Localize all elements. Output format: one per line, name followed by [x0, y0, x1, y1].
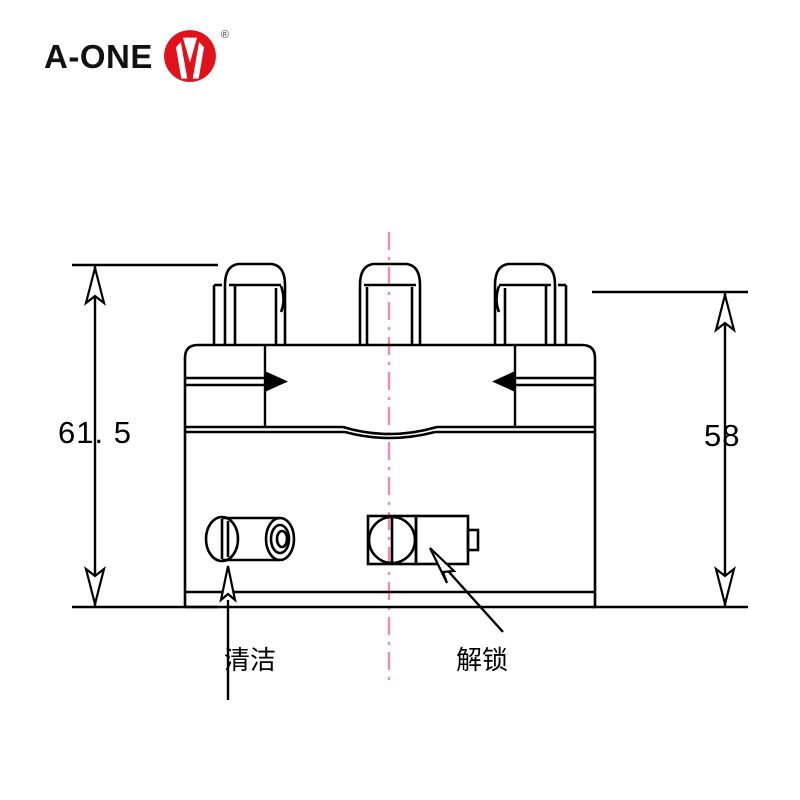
dimension-overall-height-left [72, 263, 218, 609]
dimension-body-height-right [592, 290, 748, 609]
air-unlock-port [366, 514, 480, 566]
air-cleaning-port [204, 515, 296, 563]
clamping-stud-right [493, 262, 557, 345]
callout-label-clean: 清洁 [224, 646, 277, 676]
upper-plate-risers [185, 345, 595, 427]
callout-leader-unlock [429, 547, 504, 633]
brand-logo: A-ONE ® [44, 28, 229, 84]
clamping-stud-center [358, 262, 422, 345]
a-one-m-circle-logo-icon: ® [163, 29, 229, 83]
dimension-label-overall-height: 61. 5 [58, 415, 132, 450]
callout-label-unlock: 解锁 [456, 646, 509, 676]
callout-leader-clean [219, 565, 237, 700]
registered-trademark-symbol: ® [220, 29, 229, 41]
a-one-m-circle-icon-svg [163, 30, 216, 82]
brand-wordmark: A-ONE [44, 37, 153, 75]
dimension-label-body-height: 58 [704, 418, 741, 453]
clamping-stud-left [223, 262, 287, 345]
